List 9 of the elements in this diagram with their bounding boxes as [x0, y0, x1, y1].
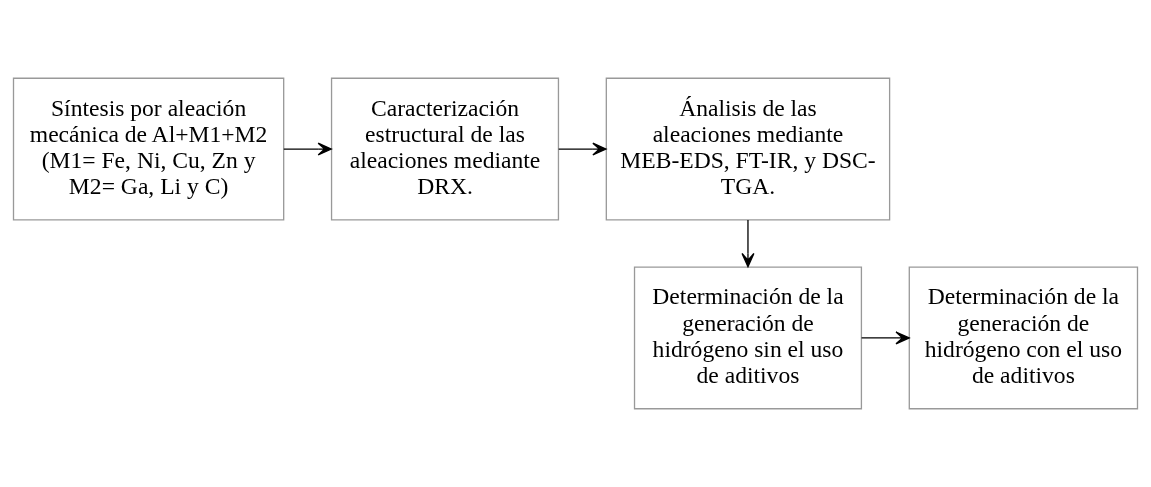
node-box: Caracterización estructural de las aleaciones mediante DRX.: [330, 77, 560, 221]
arrow: [558, 142, 607, 156]
node-box: Síntesis por aleación mecánica de Al+M1+M2 (M1= Fe, Ni, Cu, Zn y M2= Ga, Li y C): [12, 77, 285, 221]
node-box: Determinación de la generación de hidrógeno con el uso de aditivos: [908, 266, 1139, 410]
node-box: Ánalisis de las aleaciones mediante MEB-EDS, FT-IR, y DSC-TGA.: [605, 77, 891, 221]
arrow: [741, 219, 755, 268]
node-box: Determinación de la generación de hidrógeno sin el uso de aditivos: [633, 266, 863, 410]
arrow: [283, 142, 332, 156]
arrow: [860, 331, 910, 345]
